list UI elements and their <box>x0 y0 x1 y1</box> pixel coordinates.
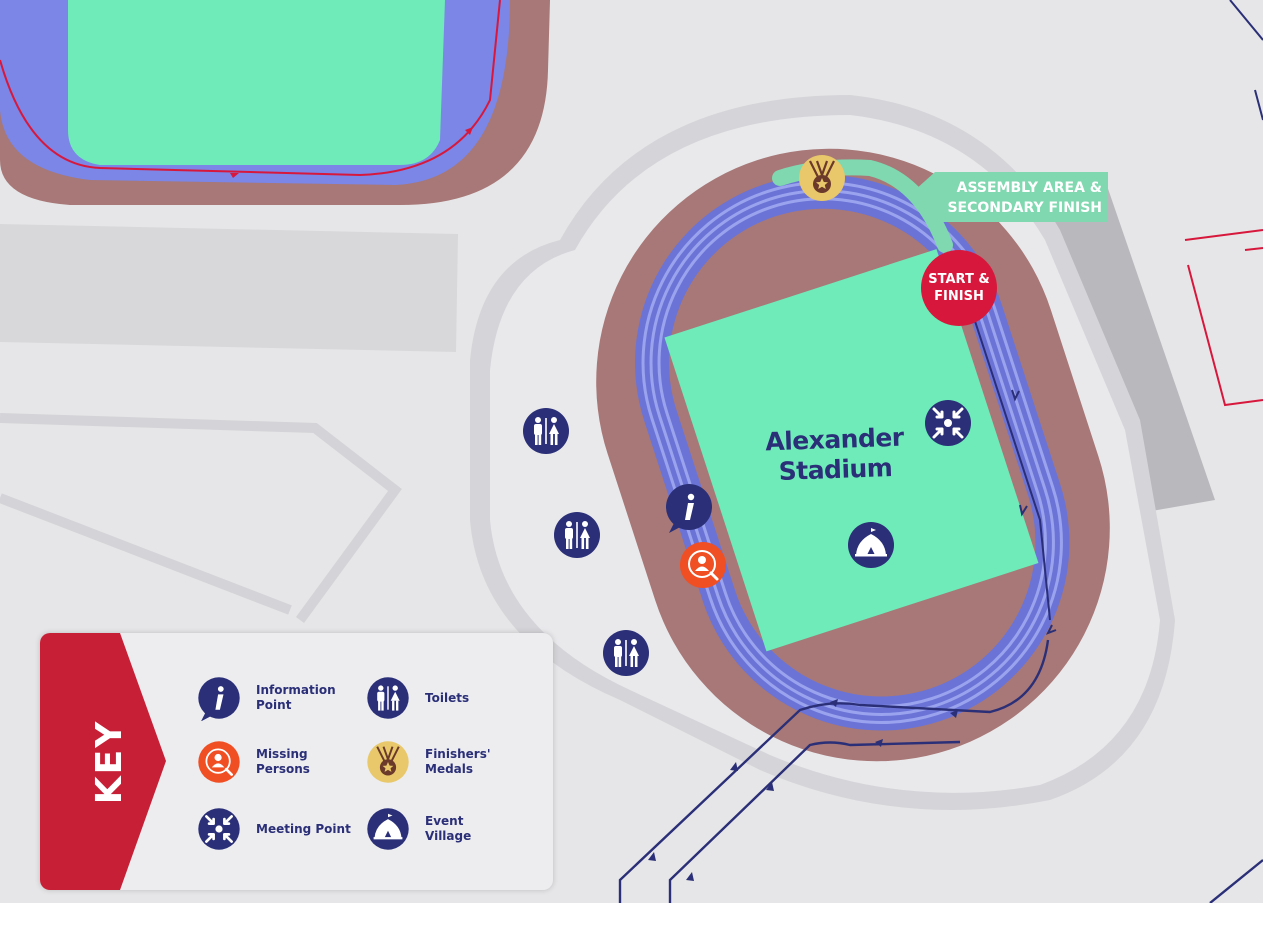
key-label-meeting-line-1: Meeting Point <box>256 821 351 836</box>
venue-map[interactable]: Alexander Stadium ASSEMBLY AREA & SECOND… <box>0 0 1263 903</box>
stadium-name-label: Alexander Stadium <box>744 422 926 488</box>
assembly-banner <box>915 172 1108 222</box>
map-toilets-icon-3[interactable] <box>603 630 649 676</box>
key-label-missing-persons: Missing Persons <box>256 747 310 777</box>
key-label-medals: Finishers' Medals <box>425 747 491 777</box>
key-item-meeting-point: Meeting Point <box>196 806 351 852</box>
toilets-icon <box>365 675 411 721</box>
key-label-information-line-1: Information <box>256 683 336 697</box>
assembly-area-label: ASSEMBLY AREA & SECONDARY FINISH <box>922 174 1106 222</box>
stadium-name-line-2: Stadium <box>778 453 893 486</box>
key-label-missing-line-1: Missing <box>256 747 308 761</box>
key-item-information: Information Point <box>196 675 336 721</box>
footpath <box>0 413 402 623</box>
medal-icon <box>365 739 411 785</box>
key-label-information-line-2: Point <box>256 698 292 712</box>
map-meeting-point-icon[interactable] <box>923 398 973 448</box>
map-toilets-icon-2[interactable] <box>554 512 600 558</box>
missing-persons-icon <box>196 739 242 785</box>
start-label-line-1: START & <box>928 272 990 287</box>
key-item-toilets: Toilets <box>365 675 469 721</box>
key-ribbon <box>40 633 166 890</box>
key-label-information: Information Point <box>256 683 336 713</box>
key-item-event-village: Event Village <box>365 806 471 852</box>
key-label-missing-line-2: Persons <box>256 762 310 776</box>
assembly-label-line-2: SECONDARY FINISH <box>947 200 1102 216</box>
start-label-line-2: FINISH <box>934 289 984 304</box>
key-label-medals-line-2: Medals <box>425 762 474 776</box>
route-arrows <box>648 699 958 881</box>
key-label-village-line-1: Event <box>425 814 464 828</box>
assembly-label-line-1: ASSEMBLY AREA & <box>956 180 1102 196</box>
route-direction <box>954 259 1057 635</box>
key-label-toilets-line-1: Toilets <box>425 690 470 705</box>
map-toilets-icon-1[interactable] <box>523 408 569 454</box>
map-event-village-icon[interactable] <box>848 522 894 568</box>
map-medal-icon[interactable] <box>797 153 847 203</box>
key-title: KEY <box>89 719 130 805</box>
key-label-village-line-2: Village <box>425 829 472 843</box>
key-label-toilets: Toilets <box>425 691 469 706</box>
key-label-meeting-point: Meeting Point <box>256 822 351 837</box>
route-navy <box>1229 0 1263 121</box>
warmup-track <box>0 0 550 205</box>
start-finish-marker[interactable]: START & FINISH <box>921 250 997 326</box>
building <box>0 224 458 352</box>
route-red <box>1184 229 1263 407</box>
stadium-name-line-1: Alexander <box>764 422 905 457</box>
map-missing-persons-icon[interactable] <box>678 540 728 590</box>
information-icon <box>196 675 242 721</box>
key-label-medals-line-1: Finishers' <box>425 747 491 761</box>
event-village-icon <box>365 806 411 852</box>
meeting-point-icon <box>196 806 242 852</box>
key-item-medals: Finishers' Medals <box>365 739 491 785</box>
map-key-panel: KEY Information Point Toilets Missin <box>40 633 553 890</box>
key-item-missing-persons: Missing Persons <box>196 739 310 785</box>
key-label-event-village: Event Village <box>425 814 471 844</box>
route-navy-bottom <box>618 639 1263 903</box>
